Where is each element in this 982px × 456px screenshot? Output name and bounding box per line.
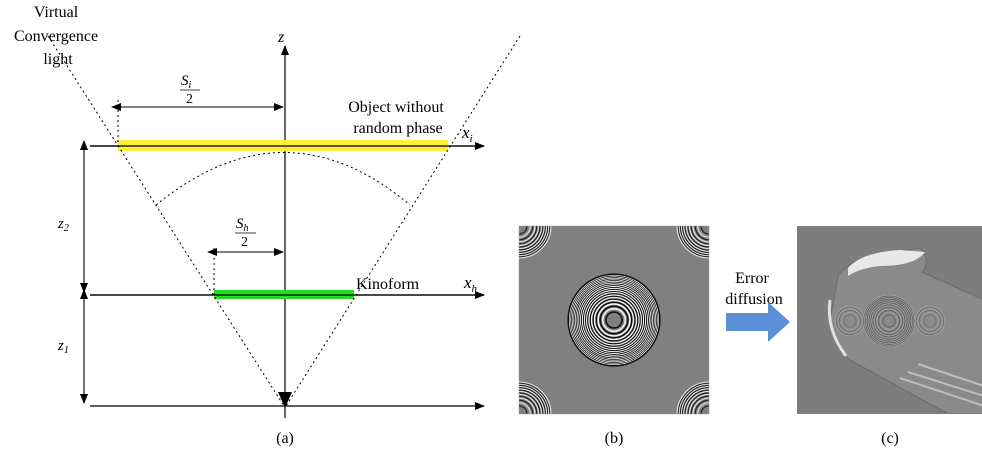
ring [593, 299, 635, 341]
z-axis-label: z [277, 29, 285, 46]
ring [579, 285, 649, 355]
ring [865, 297, 913, 345]
ring [867, 299, 911, 343]
error-diffused-pattern-c: (c) [797, 226, 982, 447]
convergence-line-right [285, 35, 521, 407]
si-half-label: Si 2 [180, 73, 200, 107]
ring [605, 311, 623, 329]
ring [583, 289, 645, 351]
ring [868, 300, 910, 342]
ring [592, 298, 636, 342]
kinoform-label: Kinoform [356, 276, 420, 293]
ring [866, 298, 912, 344]
xi-label: xi [461, 123, 473, 145]
object-label: Object without random phase [348, 99, 448, 137]
ring [576, 282, 652, 358]
ring [914, 305, 946, 337]
xh-label: xh [463, 273, 478, 295]
ring [869, 301, 909, 341]
diagram-a: z xi xh Si 2 Sh 2 [14, 4, 521, 447]
svg-text:2: 2 [241, 235, 248, 250]
ring [880, 311, 899, 330]
ring [839, 310, 861, 332]
caption-c: (c) [881, 430, 899, 447]
ring [597, 303, 631, 337]
sh-half-label: Sh 2 [235, 216, 256, 250]
ring [590, 296, 638, 344]
focus-point [278, 392, 292, 408]
ring [586, 292, 642, 348]
ring [862, 294, 916, 348]
error-diffusion-arrow: Error diffusion [725, 270, 790, 342]
z1-label: z1 [57, 338, 69, 356]
caption-b: (b) [605, 430, 624, 447]
caption-a: (a) [276, 430, 294, 447]
ring [873, 305, 905, 337]
wavefront-arc [155, 152, 411, 206]
virtual-convergence-label: Virtual Convergence light [14, 4, 102, 68]
ring [837, 308, 863, 334]
kinoform-pattern-b: (b) [518, 225, 710, 447]
ring [876, 308, 902, 334]
ring [599, 305, 629, 335]
ring [843, 314, 857, 328]
z2-label: z2 [57, 216, 69, 234]
ring [595, 301, 633, 339]
ring [882, 314, 896, 328]
ring [916, 307, 944, 335]
ring [878, 310, 900, 332]
ring [919, 310, 941, 332]
svg-text:2: 2 [186, 92, 193, 107]
convergence-line-left [47, 35, 285, 407]
ring [587, 293, 641, 347]
ring [584, 290, 644, 350]
ring [875, 306, 904, 335]
ring [581, 287, 647, 353]
ring [574, 280, 654, 360]
ring [841, 312, 859, 330]
ring [921, 312, 939, 330]
ring [923, 314, 937, 328]
ring [917, 308, 943, 334]
ring [834, 305, 866, 337]
ring [575, 281, 653, 359]
svg-text:Si: Si [181, 73, 192, 91]
ring [589, 295, 639, 345]
ring [872, 304, 906, 338]
svg-text:Error diffusion: Error diffusion [725, 270, 782, 308]
ring [582, 288, 646, 352]
ring [863, 295, 915, 347]
ring [574, 280, 654, 360]
ring [578, 284, 650, 356]
ring [865, 297, 913, 345]
ring [871, 303, 907, 339]
ring [870, 302, 908, 340]
svg-text:Sh: Sh [236, 216, 249, 234]
ring [577, 283, 651, 357]
ring [585, 291, 643, 349]
ring [836, 307, 864, 335]
ring [567, 273, 661, 367]
residual-rings [834, 294, 946, 348]
ring [580, 286, 648, 354]
ring [601, 307, 627, 333]
